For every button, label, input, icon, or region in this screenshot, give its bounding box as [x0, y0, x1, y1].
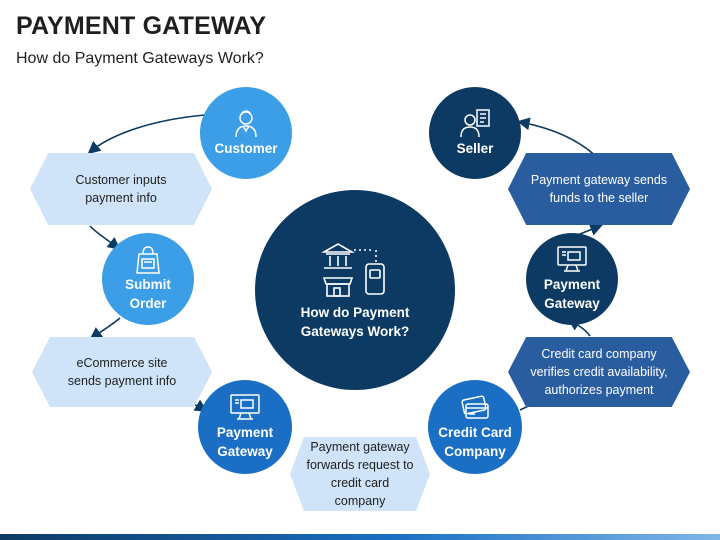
- user-icon: [235, 109, 257, 137]
- arrow-step1-to-submit: [89, 225, 121, 250]
- node-seller: Seller: [429, 87, 521, 179]
- monitor-card-icon: [557, 246, 587, 272]
- shopping-bag-icon: [136, 246, 160, 274]
- node-customer-label: Customer: [214, 140, 278, 156]
- page-title: PAYMENT GATEWAY: [16, 12, 267, 40]
- step-customer-inputs: Customer inputs payment info: [30, 153, 212, 225]
- monitor-card-icon: [230, 394, 260, 420]
- step-gateway-sends: Payment gateway sends funds to the selle…: [508, 153, 690, 225]
- node-payment-gateway-left-label: Payment Gateway: [216, 425, 274, 459]
- center-label: How do Payment Gateways Work?: [300, 305, 410, 339]
- seller-receipt-icon: [460, 108, 490, 137]
- step-gateway-forwards: Payment gateway forwards request to cred…: [290, 437, 430, 511]
- node-customer: Customer: [200, 87, 292, 179]
- center-circle: How do Payment Gateways Work?: [255, 190, 455, 390]
- bank-store-mobile-icon: [320, 243, 385, 297]
- credit-cards-icon: [461, 395, 489, 419]
- bottom-accent-bar: [0, 534, 720, 540]
- node-payment-gateway-right: Payment Gateway: [526, 233, 618, 325]
- node-submit-order-label: Submit Order: [125, 277, 171, 311]
- node-credit-card-company: Credit Card Company: [428, 380, 522, 474]
- page-subtitle: How do Payment Gateways Work?: [16, 50, 264, 67]
- node-payment-gateway-right-label: Payment Gateway: [543, 277, 601, 311]
- node-submit-order: Submit Order: [102, 233, 194, 325]
- step-card-verifies: Credit card company verifies credit avai…: [508, 337, 690, 407]
- node-seller-label: Seller: [456, 140, 494, 156]
- arrow-customer-to-step1: [87, 114, 206, 155]
- step-ecommerce-sends: eCommerce site sends payment info: [32, 337, 212, 407]
- node-payment-gateway-left: Payment Gateway: [198, 380, 292, 474]
- node-credit-card-company-label: Credit Card Company: [438, 425, 512, 459]
- arrow-submit-to-step2: [89, 317, 121, 340]
